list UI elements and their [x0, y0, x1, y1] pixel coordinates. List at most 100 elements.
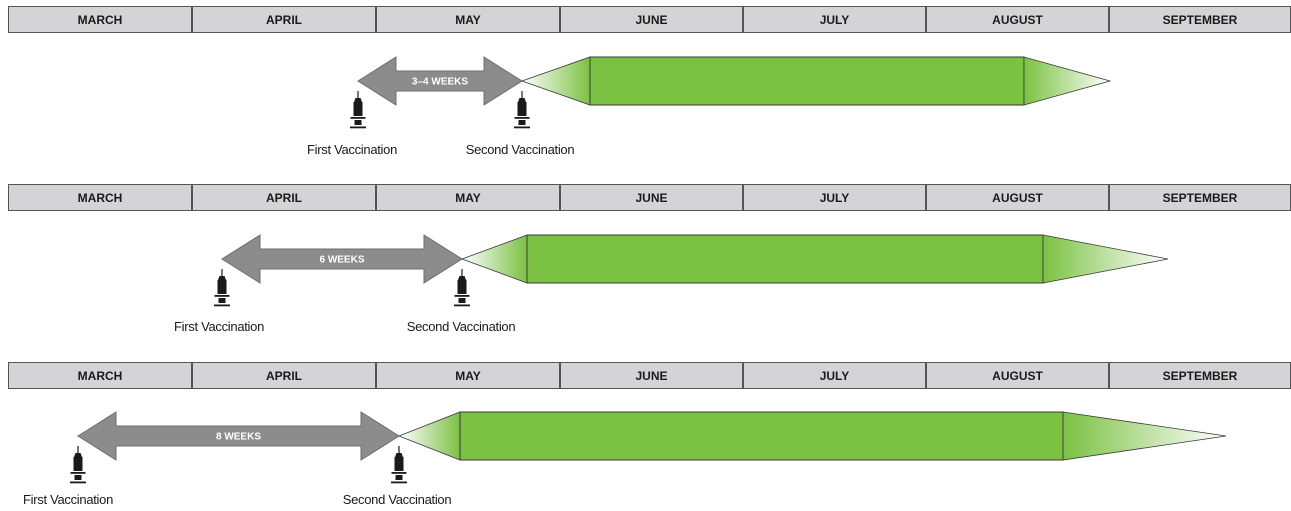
syringe-plunger-base [70, 481, 86, 484]
syringe-plunger [74, 475, 82, 480]
month-label: APRIL [266, 369, 302, 383]
protection-fade-in [520, 56, 591, 106]
syringe-plunger [354, 120, 362, 125]
syringe-plunger-base [214, 304, 230, 307]
protection-fade-out [1042, 234, 1169, 284]
syringe-plunger-base [514, 126, 530, 129]
syringe-icon [70, 446, 86, 484]
second-vaccination-label: Second Vaccination [407, 319, 516, 334]
interval-label: 8 WEEKS [216, 432, 261, 443]
second-vaccination-label: Second Vaccination [466, 142, 575, 157]
syringe-plunger [218, 298, 226, 303]
month-cell-april [192, 362, 376, 389]
protection-period [460, 234, 1169, 284]
month-cell-june [560, 362, 743, 389]
month-label: AUGUST [992, 369, 1043, 383]
syringe-icon [514, 91, 530, 129]
month-label: SEPTEMBER [1163, 13, 1238, 27]
protection-bar [526, 234, 1044, 284]
syringe-tip [74, 453, 82, 457]
syringe-plunger [458, 298, 466, 303]
syringe-flange [391, 472, 407, 474]
month-label: JUNE [635, 369, 667, 383]
syringe-flange [214, 295, 230, 297]
month-cell-june [560, 184, 743, 211]
syringe-needle [461, 269, 463, 276]
month-label: MAY [455, 13, 481, 27]
month-label: MARCH [78, 369, 123, 383]
month-cell-september [1109, 362, 1291, 389]
month-cell-march [8, 362, 192, 389]
month-label: JULY [820, 13, 850, 27]
first-vaccination-label: First Vaccination [307, 142, 397, 157]
syringe-barrel [353, 102, 363, 116]
month-label: JULY [820, 191, 850, 205]
protection-fade-out [1023, 56, 1112, 106]
month-cell-july [743, 362, 926, 389]
month-label: MAY [455, 191, 481, 205]
month-cell-august [926, 6, 1109, 33]
month-cell-september [1109, 184, 1291, 211]
syringe-flange [514, 117, 530, 119]
protection-bar [589, 56, 1025, 106]
first-vaccination-label: First Vaccination [23, 492, 113, 507]
syringe-barrel [517, 102, 527, 116]
month-label: MARCH [78, 13, 123, 27]
first-vaccination-label: First Vaccination [174, 319, 264, 334]
syringe-icon [214, 269, 230, 307]
month-cell-may [376, 184, 560, 211]
month-cell-june [560, 6, 743, 33]
syringe-flange [70, 472, 86, 474]
protection-period [520, 56, 1112, 106]
syringe-flange [454, 295, 470, 297]
syringe-tip [518, 98, 526, 102]
syringe-needle [77, 446, 79, 453]
protection-period [397, 411, 1227, 461]
syringe-plunger [518, 120, 526, 125]
month-cell-march [8, 6, 192, 33]
month-cell-july [743, 184, 926, 211]
month-label: JULY [820, 369, 850, 383]
protection-fade-out [1062, 411, 1227, 461]
month-label: APRIL [266, 13, 302, 27]
syringe-plunger [395, 475, 403, 480]
protection-fade-in [397, 411, 461, 461]
syringe-icon [454, 269, 470, 307]
syringe-barrel [73, 457, 83, 471]
syringe-icon [350, 91, 366, 129]
month-label: MAY [455, 369, 481, 383]
month-label: APRIL [266, 191, 302, 205]
interval-label: 6 WEEKS [319, 255, 364, 266]
month-cell-august [926, 362, 1109, 389]
month-cell-may [376, 362, 560, 389]
syringe-barrel [217, 280, 227, 294]
second-vaccination-label: Second Vaccination [343, 492, 452, 507]
protection-fade-in [460, 234, 528, 284]
month-cell-july [743, 6, 926, 33]
syringe-flange [350, 117, 366, 119]
month-cell-march [8, 184, 192, 211]
syringe-needle [357, 91, 359, 98]
protection-bar [459, 411, 1064, 461]
month-label: SEPTEMBER [1163, 369, 1238, 383]
syringe-icon [391, 446, 407, 484]
syringe-plunger-base [391, 481, 407, 484]
syringe-barrel [457, 280, 467, 294]
syringe-tip [458, 276, 466, 280]
month-cell-august [926, 184, 1109, 211]
scenario-3: MARCH APRIL MAY JUNE JULY AUGUST SEPTEMBER 8 WE… [8, 362, 1291, 507]
syringe-tip [395, 453, 403, 457]
syringe-tip [354, 98, 362, 102]
syringe-plunger-base [350, 126, 366, 129]
month-label: SEPTEMBER [1163, 191, 1238, 205]
month-cell-september [1109, 6, 1291, 33]
month-header-row: MARCH APRIL MAY JUNE JULY AUGUST SEPTEMBER [8, 362, 1291, 389]
month-cell-april [192, 6, 376, 33]
syringe-needle [221, 269, 223, 276]
syringe-barrel [394, 457, 404, 471]
